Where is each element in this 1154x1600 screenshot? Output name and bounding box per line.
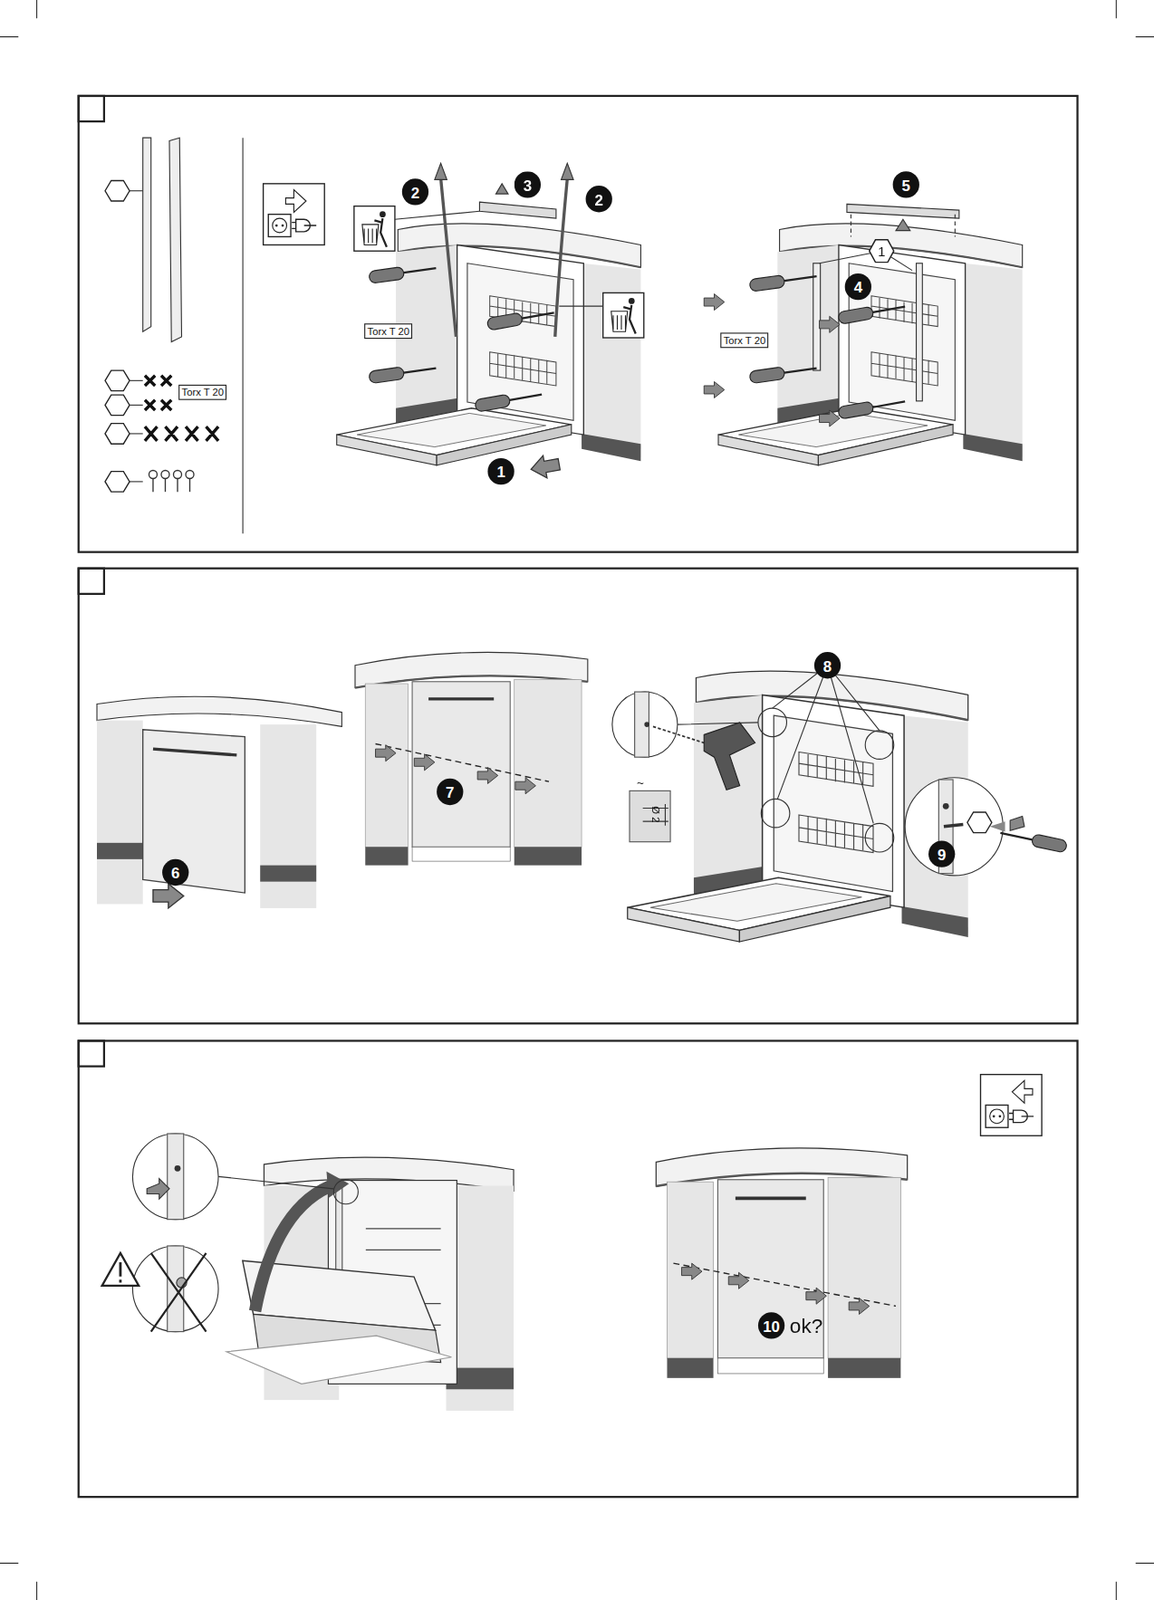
tool-label-box: Torx T 20 (178, 384, 227, 401)
node-text: 3 (523, 175, 532, 193)
node-text: 1 (496, 462, 505, 481)
callout-number: 2 (586, 185, 613, 212)
node-text: 2 (595, 190, 604, 208)
node-text: Torx T 20 (721, 335, 768, 347)
node-text: 9 (937, 846, 946, 864)
node-text: 4 (854, 278, 863, 296)
callout-number: 4 (845, 273, 872, 300)
node-text: Torx T 20 (179, 386, 226, 398)
callout-number: 6 (162, 859, 189, 886)
callout-number: 10 (758, 1312, 785, 1339)
annotation-label: ~ (636, 775, 645, 790)
node-text: 8 (823, 656, 832, 674)
annotation-label: ok? (789, 1314, 823, 1338)
node-text: Torx T 20 (365, 325, 412, 337)
part-hexagon: 1 (868, 239, 895, 264)
node-text: 1 (877, 243, 885, 260)
annotation-label: Ø 2 (650, 806, 662, 823)
callout-number: 5 (893, 171, 920, 198)
node-text: 7 (445, 783, 454, 801)
node-text: 10 (762, 1317, 780, 1335)
callout-number: 8 (814, 652, 841, 679)
callout-number: 1 (487, 458, 514, 485)
callout-number: 9 (928, 841, 955, 868)
tool-label-box: Torx T 20 (364, 323, 413, 339)
node-text: 6 (171, 864, 180, 882)
tool-label-box: Torx T 20 (720, 332, 769, 348)
callout-number: 7 (436, 778, 463, 806)
callout-number: 3 (514, 171, 541, 198)
node-text: 5 (902, 175, 911, 193)
node-text: 2 (411, 182, 420, 201)
callout-number: 2 (402, 178, 429, 205)
